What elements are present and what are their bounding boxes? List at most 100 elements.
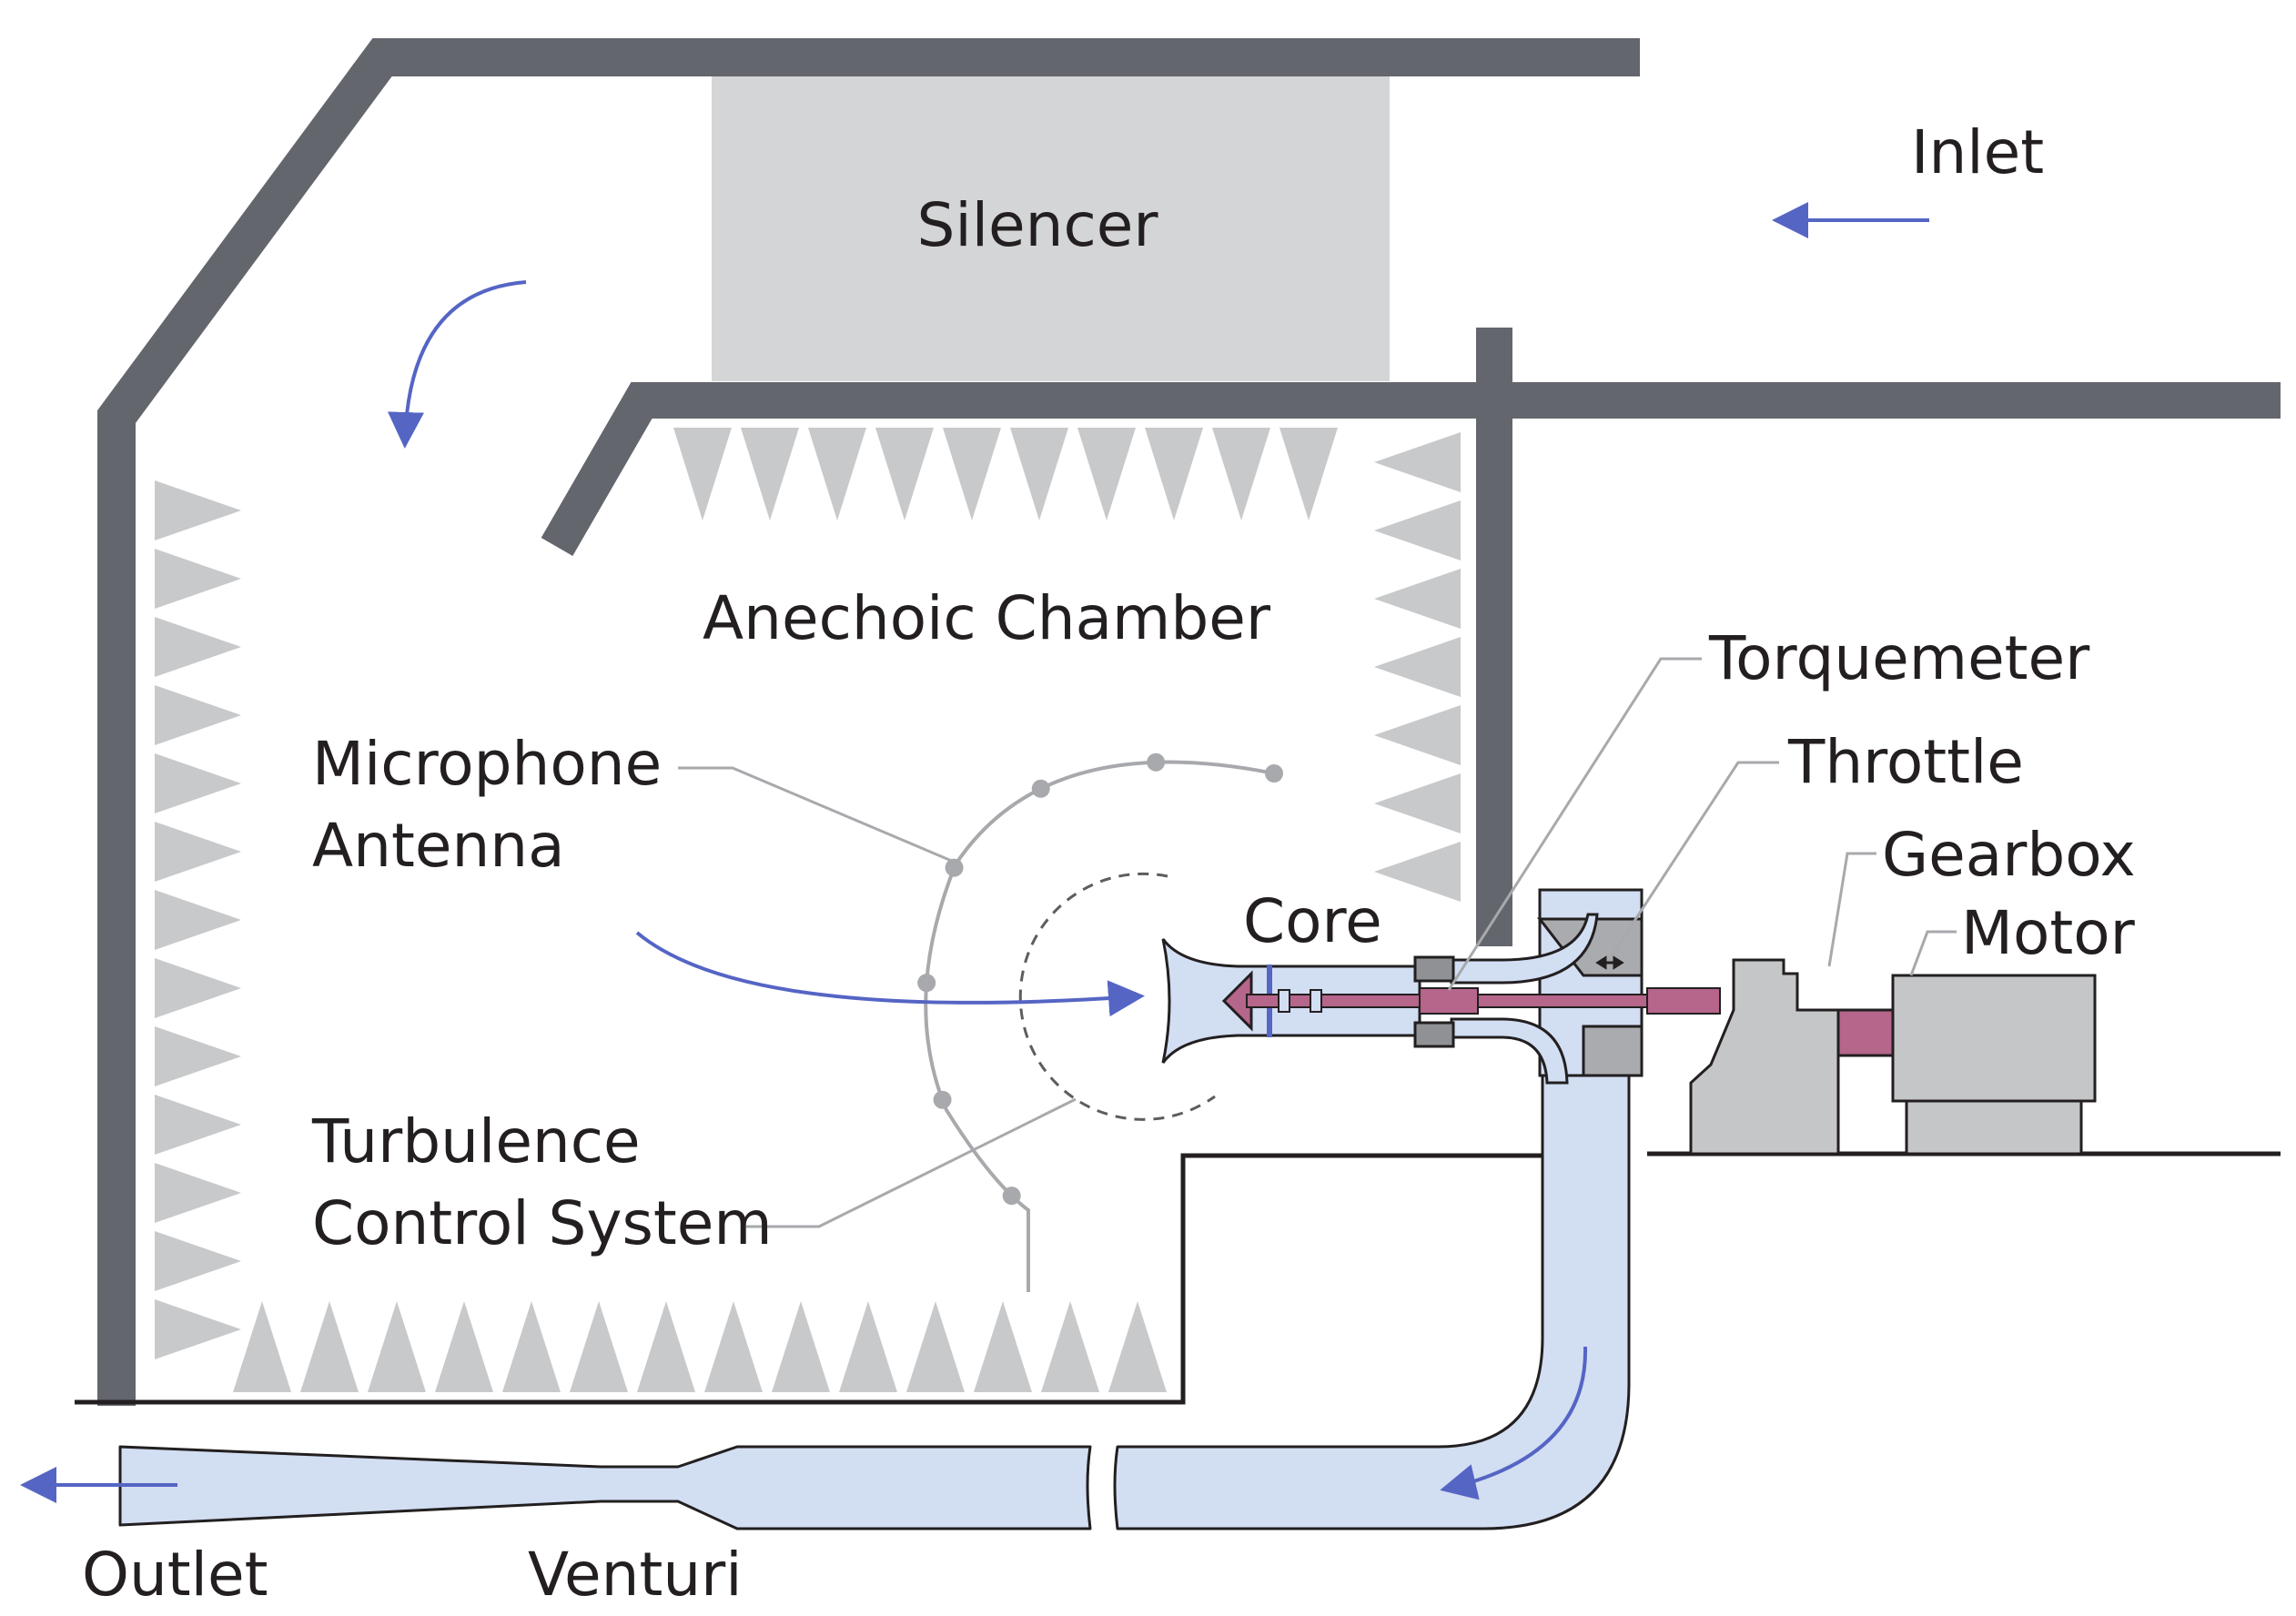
throttle-leader [1607, 761, 1779, 961]
floor-wedge [974, 1301, 1032, 1392]
motor-base [1905, 1099, 2083, 1156]
torquemeter-label: Torquemeter [1708, 623, 2090, 693]
inlet-label: Inlet [1911, 117, 2044, 187]
microphone-dot [1265, 764, 1283, 783]
left-wall-wedge [155, 958, 241, 1018]
right-wall-wedge [1374, 569, 1461, 629]
ceiling-wedge [875, 428, 934, 520]
ceiling-wedge [1010, 428, 1068, 520]
motor-body [1891, 974, 2097, 1103]
turbulence-label-line1: Turbulence [311, 1106, 641, 1177]
floor-wedge [300, 1301, 359, 1392]
microphone-dot [1031, 779, 1050, 798]
shaft-coupling [1646, 987, 1721, 1015]
flow-arrows [20, 202, 1929, 1503]
ceiling-wedge [808, 428, 866, 520]
acoustic-wedges [155, 428, 1461, 1392]
bearing-1 [1278, 989, 1290, 1013]
inner-ceiling-wall [541, 382, 2281, 557]
floor-wedge [772, 1301, 830, 1392]
microphones [917, 752, 1283, 1206]
descending-flow-arrow [387, 280, 527, 449]
right-wall-wedge [1374, 705, 1461, 765]
silencer-block [712, 75, 1390, 381]
ceiling-wedge [741, 428, 799, 520]
left-wall-wedge [155, 1026, 241, 1086]
left-wall-wedge [155, 753, 241, 813]
collector-lower-pipe [1450, 1017, 1569, 1085]
exhaust-flow-arrow [1440, 1346, 1588, 1500]
motor-label: Motor [1961, 898, 2136, 968]
floor-wedge [906, 1301, 965, 1392]
anechoic-chamber-label: Anechoic Chamber [703, 583, 1271, 653]
floor-wedge [839, 1301, 897, 1392]
ceiling-wedge [1077, 428, 1136, 520]
torquemeter-leader [1447, 657, 1702, 991]
floor-wedge [1108, 1301, 1167, 1392]
core-casing-upper [1413, 955, 1455, 983]
left-wall-wedge [155, 685, 241, 745]
silencer-label: Silencer [916, 190, 1158, 260]
microphone-dot [1147, 752, 1166, 772]
floor-wedge [1041, 1301, 1099, 1392]
torquemeter-body [1419, 987, 1479, 1015]
left-wall-wedge [155, 617, 241, 677]
ceiling-wedge [1212, 428, 1270, 520]
turbulence-control-system [1018, 872, 1216, 1121]
motor-leader [1909, 930, 1957, 976]
left-wall-wedge [155, 1231, 241, 1291]
gearbox-output-shaft [1836, 1008, 1895, 1057]
floor-wedge [435, 1301, 493, 1392]
right-wall-wedge [1374, 637, 1461, 697]
venturi-duct [118, 1445, 1092, 1530]
right-wall-wedge [1374, 500, 1461, 561]
left-wall-wedge [155, 1095, 241, 1155]
microphone-dot [933, 1090, 952, 1109]
floor-wedge [637, 1301, 695, 1392]
floor-wedge [368, 1301, 426, 1392]
gearbox-motor [1689, 958, 2097, 1156]
core-casing-lower [1413, 1021, 1455, 1048]
left-wall-wedge [155, 890, 241, 950]
turbulence-label-line2: Control System [312, 1188, 773, 1258]
throttle-travel-arrow-icon [1595, 955, 1624, 970]
floor-wedge [233, 1301, 291, 1392]
turbulence-leader [746, 1097, 1077, 1228]
left-wall-wedge [155, 549, 241, 609]
ceiling-wedge [1145, 428, 1203, 520]
core-inflow-arrow [635, 931, 1145, 1017]
left-wall-wedge [155, 822, 241, 882]
right-wall-wedge [1374, 842, 1461, 902]
ceiling-wedge [943, 428, 1001, 520]
microphone-label-line2: Antenna [312, 811, 565, 881]
core-label: Core [1243, 886, 1382, 956]
collector-upper-pipe [1450, 913, 1599, 985]
gearbox-leader [1827, 852, 1876, 967]
left-wall-wedge [155, 1299, 241, 1359]
floor-wedge [570, 1301, 628, 1392]
chamber-floor-line [75, 1153, 1542, 1405]
microphone-leader [678, 766, 961, 866]
ceiling-wedge [1279, 428, 1338, 520]
microphone-dot [1002, 1187, 1021, 1206]
leader-lines [678, 657, 1957, 1228]
venturi-label: Venturi [528, 1540, 743, 1610]
left-wall-wedge [155, 480, 241, 540]
building-walls [97, 38, 2281, 1406]
right-wall-wedge [1374, 432, 1461, 492]
outer-wall [97, 38, 1640, 1406]
microphone-dot [917, 974, 936, 993]
ceiling-wedge [673, 428, 732, 520]
drive-train [1246, 987, 1721, 1015]
floor-wedge [704, 1301, 763, 1392]
labels: Silencer Inlet Anechoic Chamber Micropho… [82, 117, 2136, 1610]
exhaust-duct [118, 1004, 1631, 1530]
microphone-antenna-arc [924, 760, 1275, 1292]
outlet-label: Outlet [82, 1540, 268, 1610]
gearbox-label: Gearbox [1882, 820, 2136, 890]
left-wall-wedge [155, 1163, 241, 1223]
throttle-label: Throttle [1787, 727, 2024, 797]
gearbox-body [1689, 958, 1840, 1156]
floor-wedge [502, 1301, 561, 1392]
